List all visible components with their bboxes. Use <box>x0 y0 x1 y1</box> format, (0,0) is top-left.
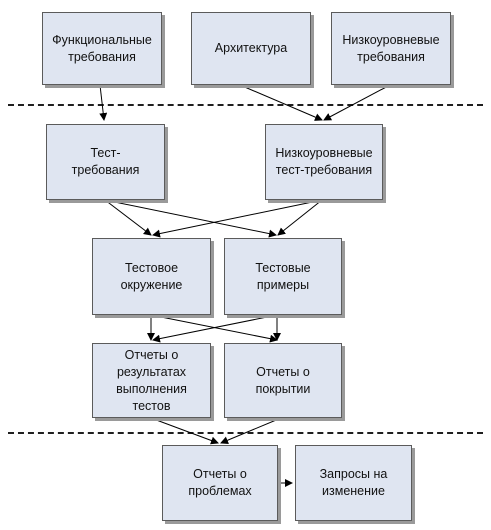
arrow-test-cases-to-test-results <box>152 314 278 343</box>
node-test-environment: Тестовое окружение <box>92 238 211 315</box>
arrow-low-level-test-requirements-to-test-environment <box>152 199 323 238</box>
arrow-low-level-test-requirements-to-test-cases <box>277 199 323 236</box>
arrow-low-level-requirements-to-low-level-test-requirements <box>323 84 391 121</box>
node-functional-requirements: Функциональные требования <box>42 12 162 85</box>
node-test-requirements: Тест- требования <box>46 124 165 200</box>
arrow-functional-to-test-requirements <box>99 84 108 121</box>
dashed-divider-top <box>8 104 483 106</box>
arrow-test-results-to-problem-reports <box>150 417 219 445</box>
node-architecture: Архитектура <box>191 12 311 85</box>
arrow-test-requirements-to-test-cases <box>104 199 277 238</box>
node-test-results-reports: Отчеты о результатах выполнения тестов <box>92 343 211 418</box>
node-test-cases: Тестовые примеры <box>224 238 342 315</box>
node-low-level-requirements: Низкоуровневые требования <box>331 12 451 85</box>
arrow-architecture-to-low-level-test-requirements <box>239 84 323 121</box>
node-change-requests: Запросы на изменение <box>295 445 412 521</box>
node-problem-reports: Отчеты о проблемах <box>162 445 278 521</box>
arrow-test-requirements-to-test-environment <box>104 199 152 236</box>
arrow-coverage-to-problem-reports <box>220 417 282 444</box>
node-coverage-reports: Отчеты о покрытии <box>224 343 342 418</box>
node-low-level-test-requirements: Низкоуровневые тест-требования <box>265 124 383 200</box>
